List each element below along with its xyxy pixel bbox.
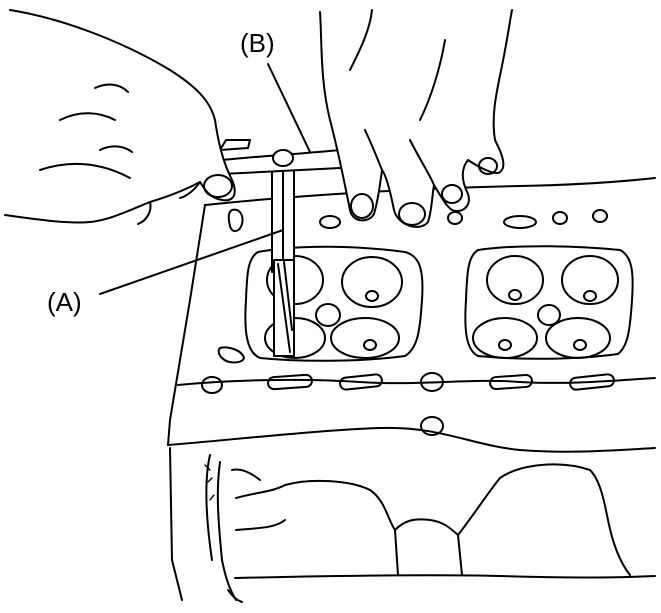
right-hand (319, 9, 513, 228)
callout-label-a: (A) (47, 287, 82, 317)
leader-line-a (99, 229, 284, 295)
combustion-chamber-right (464, 245, 634, 360)
callout-leaders (99, 63, 311, 295)
leader-line-b (267, 63, 311, 153)
head-lower-side (169, 447, 656, 603)
deck-holes (201, 208, 615, 436)
callout-label-b: (B) (240, 28, 275, 58)
valve-guide-reamer (271, 167, 295, 357)
combustion-chamber-left (244, 245, 424, 362)
left-hand (4, 9, 236, 225)
